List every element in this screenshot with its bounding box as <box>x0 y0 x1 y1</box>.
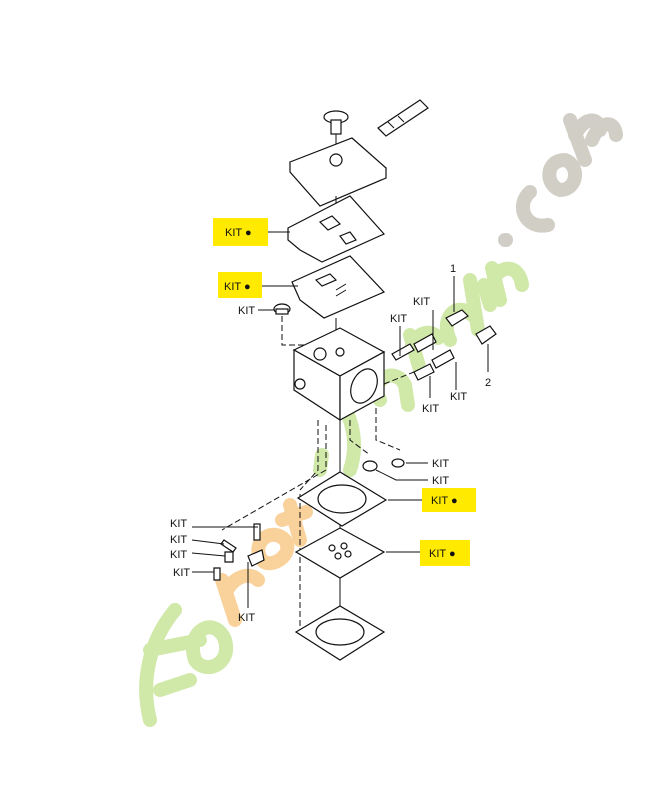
adjust-needle-top <box>377 99 429 137</box>
inlet-cap <box>273 303 291 315</box>
callout-left-1: KIT <box>170 518 187 530</box>
part-2 <box>475 325 497 345</box>
cover-plate <box>288 137 388 207</box>
callout-welch-plug-large: KIT <box>432 475 449 487</box>
lever-parts <box>213 523 265 581</box>
kit-highlight <box>422 488 476 512</box>
needle-assembly-upper <box>391 333 437 361</box>
metering-gasket <box>291 255 386 319</box>
upper-gasket <box>287 195 385 263</box>
kit-highlight <box>420 540 470 566</box>
welch-plug-large <box>362 460 378 472</box>
callout-left-4: KIT <box>173 567 190 579</box>
part-1 <box>445 309 469 327</box>
needle-assembly-lower <box>413 349 455 381</box>
pump-diaphragm <box>294 527 386 579</box>
callout-metering-gasket: KIT ● <box>224 281 251 293</box>
callout-welch-plug-small: KIT <box>432 458 449 470</box>
callout-lever-bottom: KIT <box>238 612 255 624</box>
top-screw <box>323 110 349 135</box>
callout-needle-l: KIT <box>390 313 407 325</box>
carburetor-body <box>292 327 386 422</box>
welch-plug-small <box>391 458 405 468</box>
callout-upper-gasket: KIT ● <box>225 227 252 239</box>
callout-left-2: KIT <box>170 534 187 546</box>
callout-needle-spring-lower: KIT <box>422 403 439 415</box>
callout-needle-h: KIT <box>413 296 430 308</box>
callout-inlet-cap: KIT <box>238 305 255 317</box>
pump-gasket <box>296 471 388 527</box>
callout-left-3: KIT <box>170 549 187 561</box>
kit-highlight <box>218 272 262 298</box>
bottom-cover <box>294 605 386 661</box>
callout-pump-gasket: KIT ● <box>431 495 458 507</box>
callout-ref-2: 2 <box>485 377 491 389</box>
callout-pump-diaphragm: KIT ● <box>429 548 456 560</box>
callout-needle-lower: KIT <box>450 391 467 403</box>
kit-highlight <box>213 218 268 246</box>
callout-ref-1: 1 <box>450 263 456 275</box>
